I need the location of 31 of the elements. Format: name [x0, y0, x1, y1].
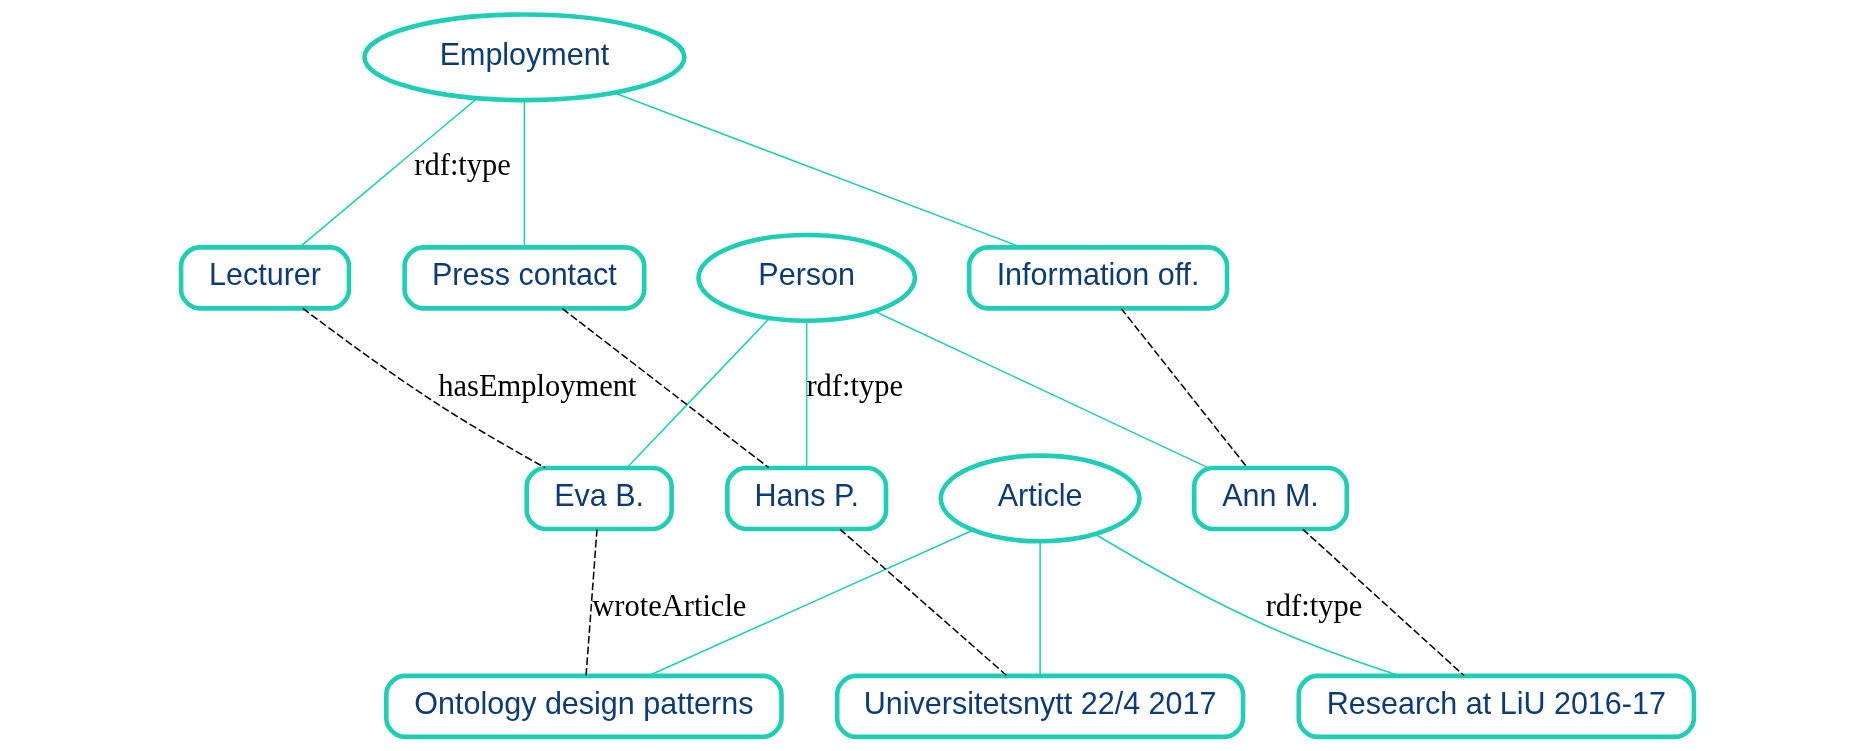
connector [838, 528, 1007, 677]
node-box: Press contact [401, 245, 646, 311]
node-box: Information off. [966, 245, 1229, 311]
connector [584, 528, 598, 677]
edge-label: wroteArticle [591, 589, 746, 624]
connector [301, 307, 546, 469]
connector [523, 100, 525, 248]
connector [561, 307, 769, 469]
edge-label: rdf:type [413, 148, 511, 183]
edge-label: rdf:type [1265, 589, 1362, 624]
connector [1038, 541, 1041, 677]
node-box: Lecturer [178, 245, 351, 311]
connector [805, 320, 807, 469]
node-ellipse: Article [938, 453, 1142, 544]
connector [1120, 307, 1248, 469]
connector [1301, 528, 1465, 677]
node-box: Eva B. [523, 465, 674, 532]
edge-label: rdf:type [805, 368, 903, 403]
connector [647, 529, 974, 677]
node-box: Hans P. [724, 465, 888, 532]
connector [298, 97, 478, 248]
edge-label: hasEmployment [437, 368, 636, 403]
connector [1094, 533, 1400, 677]
node-box: Ann M. [1191, 465, 1349, 532]
node-ellipse: Employment [361, 12, 687, 103]
connector [625, 318, 770, 469]
connector [873, 310, 1209, 469]
node-ellipse: Person [695, 232, 917, 323]
node-box: Ontology design patterns [383, 673, 784, 740]
node-box: Universitetsnytt 22/4 2017 [834, 673, 1245, 740]
node-box: Research at LiU 2016-17 [1295, 673, 1696, 740]
